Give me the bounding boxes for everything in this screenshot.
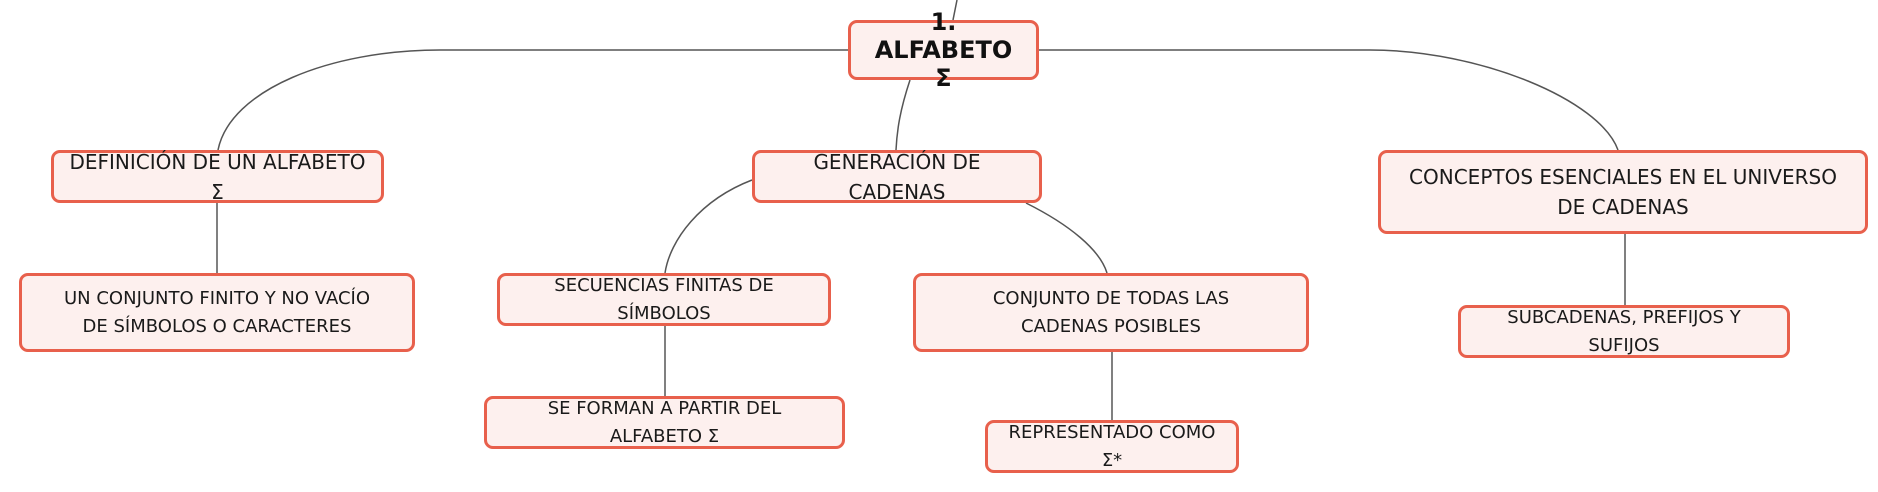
child-label: SECUENCIAS FINITAS DE SÍMBOLOS <box>554 274 774 324</box>
child-label: UN CONJUNTO FINITO Y NO VACÍO DE SÍMBOLO… <box>64 287 370 337</box>
root-label: 1. ALFABETO Σ <box>874 8 1013 92</box>
leaf-label: SE FORMAN A PARTIR DEL ALFABETO Σ <box>547 397 782 447</box>
branch-label: CONCEPTOS ESENCIALES EN EL UNIVERSO DE C… <box>1409 165 1837 219</box>
leaf-node-representado[interactable]: REPRESENTADO COMO Σ* <box>985 420 1239 473</box>
child-node-secuencias[interactable]: SECUENCIAS FINITAS DE SÍMBOLOS <box>497 273 831 326</box>
child-node-subcadenas[interactable]: SUBCADENAS, PREFIJOS Y SUFIJOS <box>1458 305 1790 358</box>
branch-node-generacion[interactable]: GENERACIÓN DE CADENAS <box>752 150 1042 204</box>
branch-label: DEFINICIÓN DE UN ALFABETO Σ <box>69 149 366 204</box>
branch-node-conceptos[interactable]: CONCEPTOS ESENCIALES EN EL UNIVERSO DE C… <box>1378 150 1868 234</box>
child-node-conjunto-finito[interactable]: UN CONJUNTO FINITO Y NO VACÍO DE SÍMBOLO… <box>19 273 415 352</box>
leaf-node-se-forman[interactable]: SE FORMAN A PARTIR DEL ALFABETO Σ <box>484 396 845 449</box>
child-label: SUBCADENAS, PREFIJOS Y SUFIJOS <box>1507 306 1741 356</box>
root-node[interactable]: 1. ALFABETO Σ <box>848 8 1039 92</box>
connector-generacion-to-conjunto-todas <box>1025 202 1108 274</box>
connector-generacion-to-secuencias <box>664 179 753 274</box>
connector-root-to-definicion <box>217 49 848 151</box>
leaf-label: REPRESENTADO COMO Σ* <box>1008 421 1216 471</box>
child-node-conjunto-todas[interactable]: CONJUNTO DE TODAS LAS CADENAS POSIBLES <box>913 273 1309 352</box>
connector-root-to-conceptos <box>1037 49 1619 151</box>
child-label: CONJUNTO DE TODAS LAS CADENAS POSIBLES <box>992 287 1230 337</box>
branch-node-definicion[interactable]: DEFINICIÓN DE UN ALFABETO Σ <box>51 150 384 204</box>
branch-label: GENERACIÓN DE CADENAS <box>813 149 981 204</box>
